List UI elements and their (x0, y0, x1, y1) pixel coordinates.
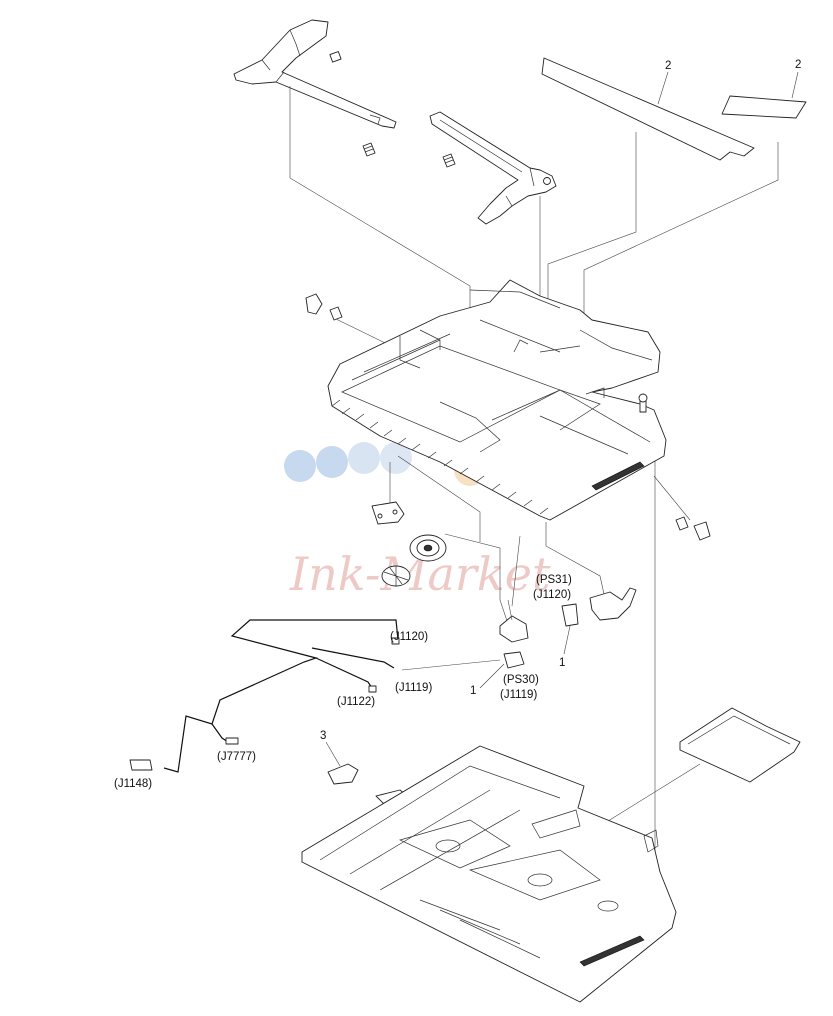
label-sheets (541, 57, 807, 161)
paper-guide-right (429, 111, 557, 225)
label-j1119b: (J1119) (500, 689, 537, 701)
label-j1120b: (J1120) (533, 589, 571, 601)
label-ps31: (PS31) (536, 574, 572, 586)
watermark-dot (316, 446, 348, 478)
label-ps30: (PS30) (503, 674, 539, 686)
connector-labels: (PS31) (J1120) (J1120) (J1119) (PS30) (J… (114, 574, 572, 790)
label-j1122: (J1122) (337, 696, 375, 708)
fasteners (305, 293, 711, 541)
gear-assembly (371, 501, 447, 587)
label-j7777: (J7777) (217, 751, 256, 763)
base-tray (301, 745, 677, 1003)
callout-2a: 2 (665, 60, 671, 72)
tray-frame (327, 279, 667, 521)
watermark-dot (284, 450, 316, 482)
watermark-dot (380, 442, 412, 474)
label-j1120: (J1120) (390, 631, 428, 643)
callout-1b: 1 (470, 685, 476, 697)
label-j1119: (J1119) (395, 682, 432, 694)
cable-harness (129, 619, 501, 773)
callout-2b: 2 (795, 59, 801, 71)
label-j1148: (J1148) (114, 778, 152, 790)
sensor-assembly (499, 587, 637, 669)
callout-3: 3 (320, 730, 326, 742)
paper-guide-left (233, 19, 397, 157)
callouts: 2 2 1 1 3 (320, 59, 801, 742)
watermark-dot (348, 442, 380, 474)
tray-extension (679, 707, 801, 783)
callout-1a: 1 (559, 657, 565, 669)
